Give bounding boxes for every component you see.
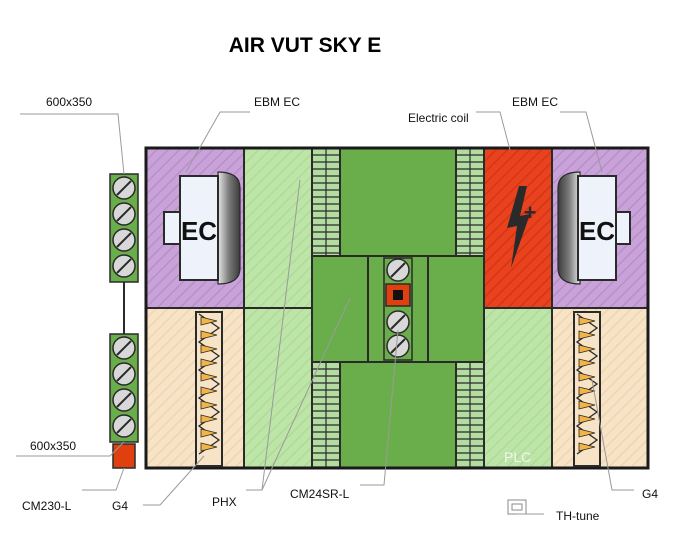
label-duct-bottom: 600x350 <box>30 439 76 453</box>
filter-left <box>195 311 223 467</box>
filter-right <box>573 311 601 467</box>
label-electric-coil: Electric coil <box>408 111 469 125</box>
duct-section-lower-left <box>244 308 312 468</box>
damper-bottom <box>109 333 139 443</box>
label-bypass-actuator: CM24SR-L <box>290 487 350 501</box>
fan-left: EC <box>163 171 241 285</box>
label-damper-actuator: CM230-L <box>22 499 72 513</box>
heater-plus-sign: + <box>524 200 537 225</box>
thermostat <box>507 499 527 515</box>
label-fan-left: EBM EC <box>254 95 300 109</box>
fan-left-ec-text: EC <box>181 216 217 246</box>
plc-label: PLC <box>504 449 531 465</box>
label-duct-top: 600x350 <box>46 95 92 109</box>
damper-actuator-left <box>112 443 136 469</box>
label-fan-right: EBM EC <box>512 95 558 109</box>
housing-outline <box>144 146 650 470</box>
bypass-damper <box>383 257 413 361</box>
label-filter-right: G4 <box>642 487 658 501</box>
duct-section-upper-left <box>244 148 312 308</box>
label-filter-left: G4 <box>112 499 128 513</box>
fan-right-ec-text: EC <box>579 216 615 246</box>
fan-right: EC <box>557 171 631 285</box>
heater-symbol: + <box>507 186 536 268</box>
duct-section-lower-right <box>484 308 552 468</box>
label-phx: PHX <box>212 495 237 509</box>
damper-top <box>109 173 139 283</box>
diagram-title: AIR VUT SKY E <box>229 34 381 57</box>
label-thermostat: TH-tune <box>556 509 600 523</box>
labels: 600x350 600x350 EBM EC Electric coil EBM… <box>22 95 658 523</box>
leader-lines <box>16 111 634 515</box>
